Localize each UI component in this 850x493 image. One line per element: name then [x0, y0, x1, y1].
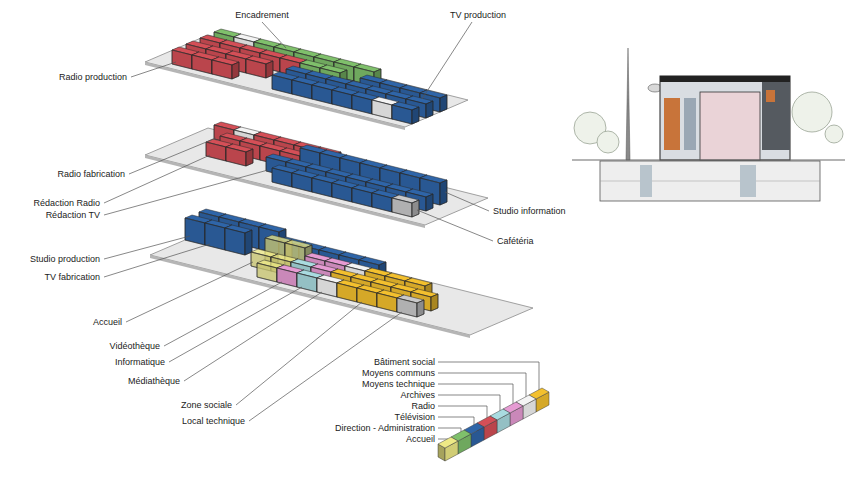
swatch-face: [438, 437, 458, 448]
block-row: [272, 165, 419, 217]
section-ground: [572, 40, 845, 205]
tree: [792, 92, 832, 132]
building-block: [225, 225, 252, 255]
part-label: Rédaction Radio: [33, 197, 100, 209]
leader-line: [236, 302, 362, 405]
basement-floor: [600, 181, 820, 182]
tree: [597, 131, 619, 153]
studio-volume: [700, 92, 760, 160]
legend-label: Archives: [400, 389, 435, 401]
legend-swatch: [438, 437, 458, 461]
part-label: Studio production: [30, 253, 100, 265]
glazing: [684, 98, 696, 150]
leader-line: [445, 192, 489, 211]
section-drawing: [572, 40, 845, 205]
basement-room: [740, 165, 756, 197]
facade-panel: [664, 98, 680, 150]
leader-line: [164, 282, 282, 346]
part-label: TV fabrication: [44, 271, 100, 283]
part-label: Studio information: [493, 205, 566, 217]
leader-line: [184, 292, 322, 381]
part-label: Encadrement: [235, 9, 289, 21]
building-block: [397, 295, 424, 317]
leader-line: [417, 210, 493, 241]
legend-label: Moyens technique: [362, 378, 435, 390]
floor-plate: [145, 128, 488, 225]
part-label: Vidéothèque: [110, 340, 160, 352]
part-label: Médiathèque: [128, 375, 180, 387]
leader-line: [438, 395, 500, 413]
leader-line: [126, 262, 253, 322]
legend-label: Télévision: [394, 411, 435, 423]
part-label: Rédaction TV: [46, 209, 100, 221]
floor-plate-edge: [150, 255, 470, 338]
part-label: Accueil: [93, 316, 122, 328]
leader-lines: [104, 22, 539, 441]
block-row: [257, 260, 424, 317]
floor-plate: [145, 35, 468, 127]
roof-slab: [660, 76, 790, 82]
facade-panel: [766, 90, 775, 102]
legend-label: Accueil: [406, 433, 435, 445]
legend-label: Direction - Administration: [335, 422, 435, 434]
antenna-mast: [626, 48, 630, 160]
basement-room: [640, 165, 652, 197]
leader-line: [422, 22, 472, 99]
leader-line: [104, 244, 210, 277]
leader-line: [104, 170, 268, 215]
leader-line: [104, 236, 190, 259]
block-row: [172, 47, 419, 124]
leader-line: [438, 428, 461, 434]
leader-line: [438, 406, 487, 420]
leader-line: [438, 417, 474, 427]
legend-label: Radio: [411, 400, 435, 412]
basement: [600, 161, 820, 201]
part-label: Cafétéria: [497, 235, 534, 247]
building-block: [246, 56, 273, 78]
part-label: Informatique: [115, 356, 165, 368]
part-label: Radio production: [59, 71, 127, 83]
building-block: [392, 195, 419, 217]
tree: [825, 125, 843, 143]
leader-line: [169, 287, 302, 362]
part-label: Radio fabrication: [57, 168, 125, 180]
legend-label: Bâtiment social: [374, 356, 435, 368]
leader-line: [262, 22, 286, 48]
part-label: Zone sociale: [181, 399, 232, 411]
legend-label: Moyens communs: [362, 367, 435, 379]
floor-plate-edge: [145, 62, 405, 130]
part-label: Local technique: [182, 415, 245, 427]
leader-line: [131, 62, 176, 77]
building-block: [226, 144, 253, 166]
technical-volume: [762, 82, 790, 150]
ground-line: [572, 159, 845, 160]
building-block: [212, 57, 239, 79]
building-block: [392, 102, 419, 124]
building-section: [660, 76, 790, 160]
leader-line: [438, 362, 539, 392]
leader-line: [129, 138, 216, 174]
part-label: TV production: [450, 9, 506, 21]
